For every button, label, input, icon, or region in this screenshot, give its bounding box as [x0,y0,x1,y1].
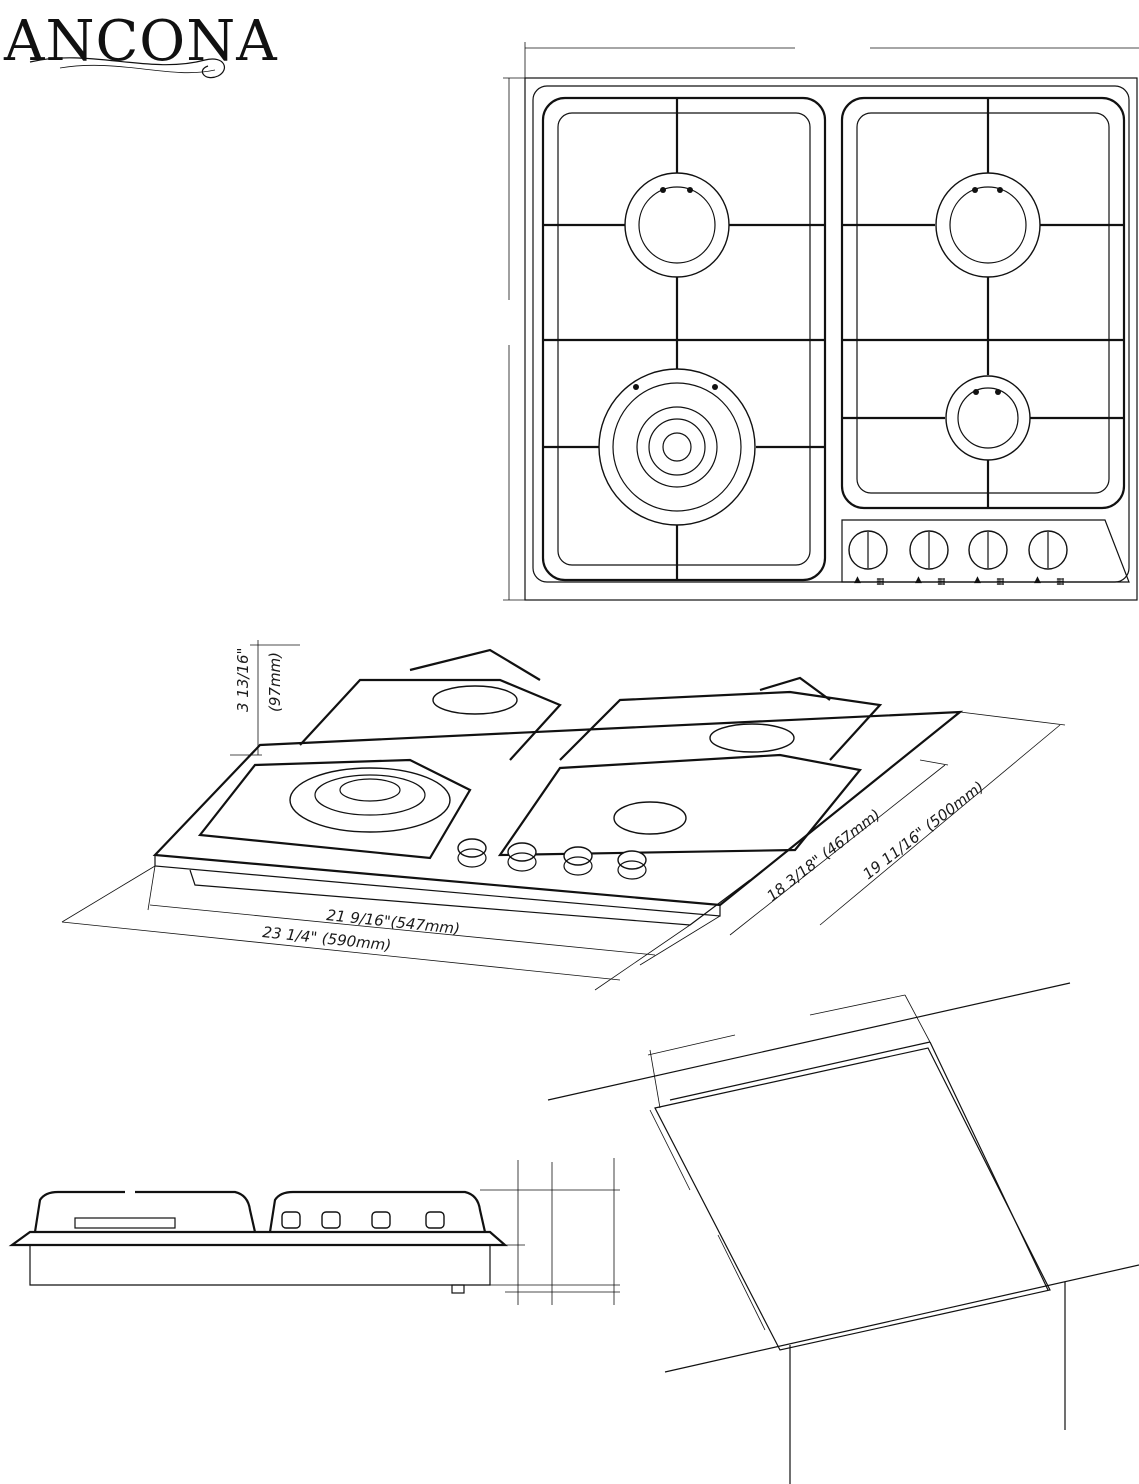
side-view-drawing [8,1158,620,1305]
knob-icon [617,850,647,880]
top-view-drawing: ▲▦ ▲▦ ▲▦ ▲▦ [503,42,1139,601]
burner-icon [945,375,1031,461]
burner-icon [598,368,756,526]
knob-icon [371,1211,391,1229]
svg-text:▲: ▲ [915,575,922,585]
svg-text:▲: ▲ [854,575,861,585]
knob-icon: ▲▦ [968,530,1008,587]
burner-icon [624,172,730,278]
svg-text:▲: ▲ [974,575,981,585]
knob-icon: ▲▦ [909,530,949,587]
knob-icon: ▲▦ [1028,530,1068,587]
knob-icon [321,1211,341,1229]
dim-outer-depth: 19 11/16" (500mm) [859,778,987,883]
svg-text:▦: ▦ [937,577,946,587]
knob-icon [507,842,537,872]
svg-text:▦: ▦ [876,577,885,587]
svg-text:▦: ▦ [996,577,1005,587]
burner-icon [935,172,1041,278]
dim-height-mm: (97mm) [266,652,284,712]
brand-logo: ANCONA [3,9,278,79]
knob-icon [425,1211,445,1229]
svg-text:▦: ▦ [1056,577,1065,587]
isometric-view-drawing: 3 13/16" (97mm) 21 9/16"(547mm) 23 1/4" … [61,640,1066,991]
brand-logo-text: ANCONA [3,9,278,74]
knob-icon [281,1211,301,1229]
dim-height: 3 13/16" [234,648,252,712]
cutout-view-drawing [547,982,1139,1484]
svg-text:▲: ▲ [1034,575,1041,585]
knob-icon [563,846,593,876]
knob-icon: ▲▦ [848,530,888,587]
knob-icon [457,838,487,868]
